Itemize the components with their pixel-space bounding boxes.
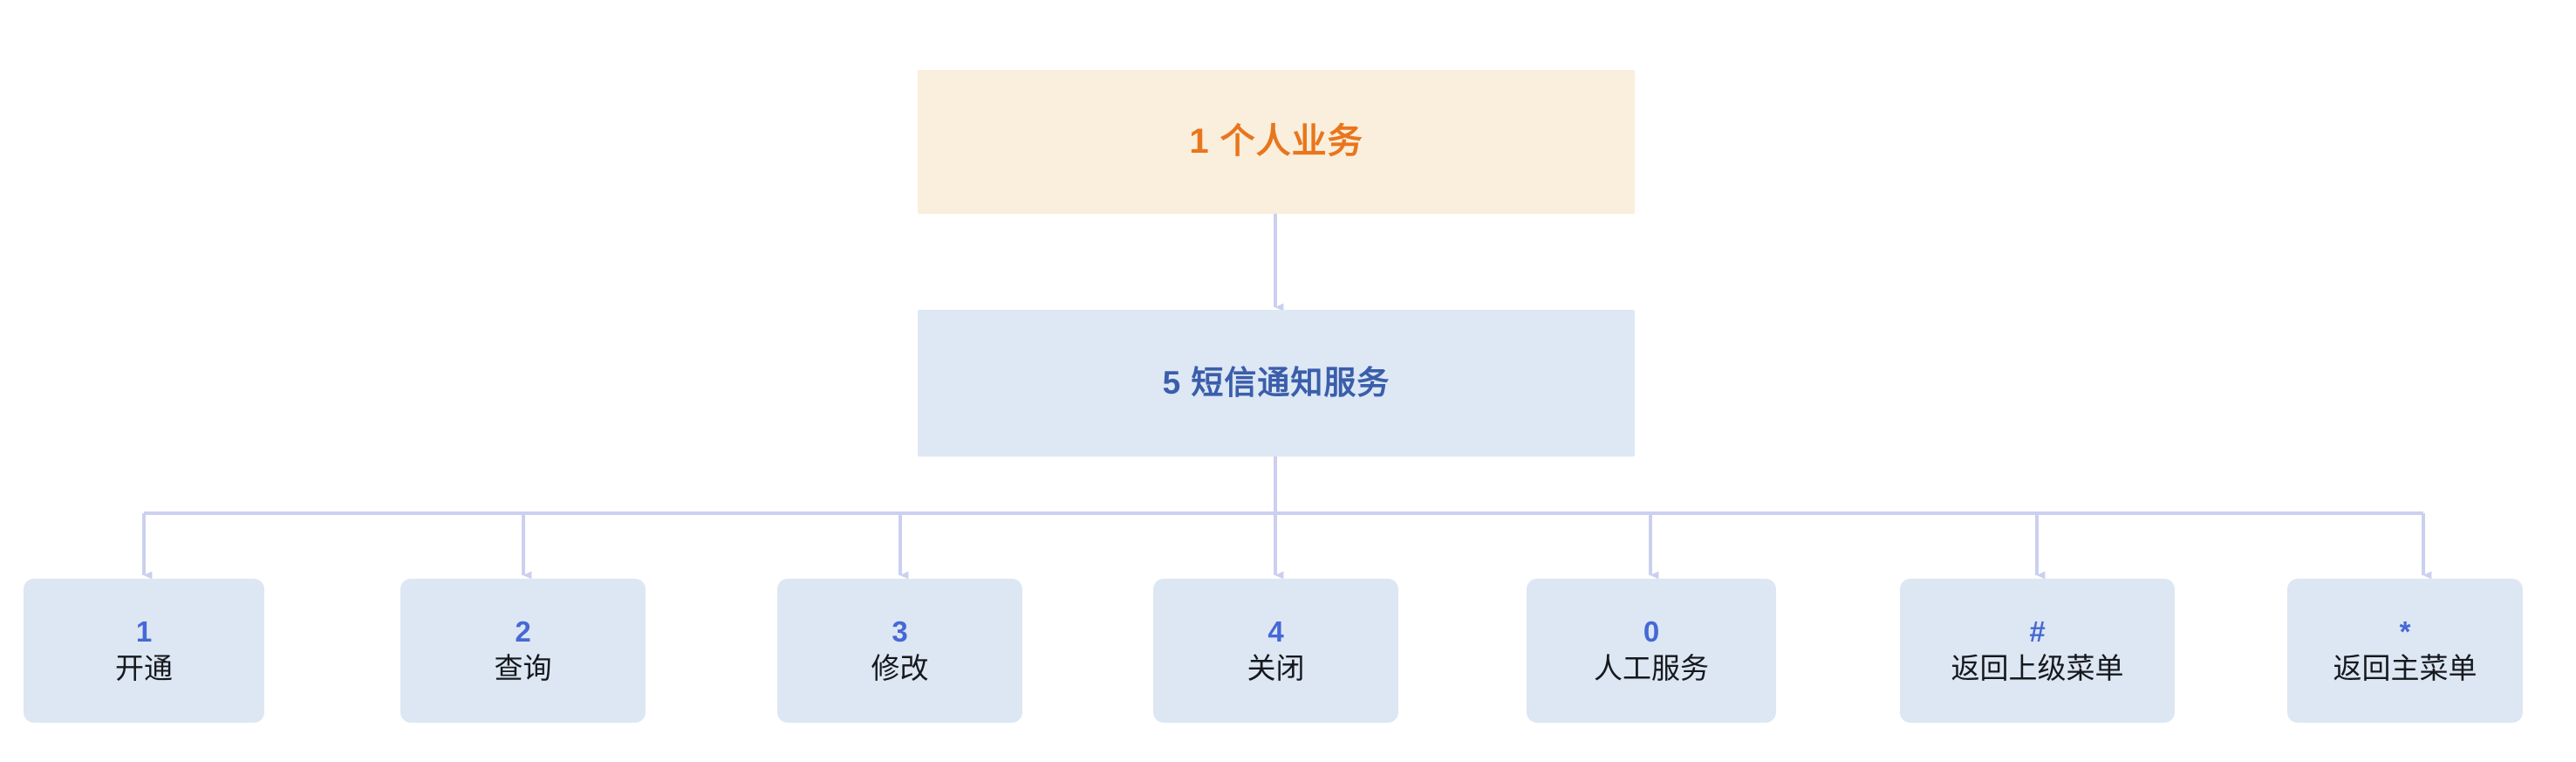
node-leaf-label: 查询 <box>494 651 552 684</box>
node-leaf-key: 2 <box>515 615 531 649</box>
node-leaf-label: 修改 <box>871 651 929 684</box>
node-leaf-label: 人工服务 <box>1594 651 1709 684</box>
node-leaf-open[interactable]: 1 开通 <box>24 579 264 723</box>
node-leaf-label: 返回上级菜单 <box>1951 651 2124 684</box>
node-leaf-key: * <box>2399 615 2411 649</box>
node-leaf-back-to-parent-menu[interactable]: # 返回上级菜单 <box>1900 579 2175 723</box>
node-leaf-modify[interactable]: 3 修改 <box>777 579 1022 723</box>
node-leaf-label: 返回主菜单 <box>2333 651 2477 684</box>
node-leaf-key: 4 <box>1268 615 1284 649</box>
node-leaf-key: 0 <box>1643 615 1660 649</box>
node-leaf-close[interactable]: 4 关闭 <box>1153 579 1398 723</box>
node-leaf-label: 关闭 <box>1247 651 1305 684</box>
node-branch-sms-notification[interactable]: 5 短信通知服务 <box>918 310 1635 457</box>
node-leaf-key: # <box>2029 615 2046 649</box>
node-leaf-back-to-main-menu[interactable]: * 返回主菜单 <box>2287 579 2523 723</box>
node-leaf-query[interactable]: 2 查询 <box>400 579 646 723</box>
node-branch-title: 5 短信通知服务 <box>1162 365 1390 402</box>
node-leaf-human-service[interactable]: 0 人工服务 <box>1527 579 1776 723</box>
node-leaf-label: 开通 <box>115 651 173 684</box>
node-root-title: 1 个人业务 <box>1189 121 1363 161</box>
node-leaf-key: 3 <box>892 615 908 649</box>
node-leaf-key: 1 <box>135 615 153 649</box>
node-root-personal-business[interactable]: 1 个人业务 <box>918 70 1635 214</box>
